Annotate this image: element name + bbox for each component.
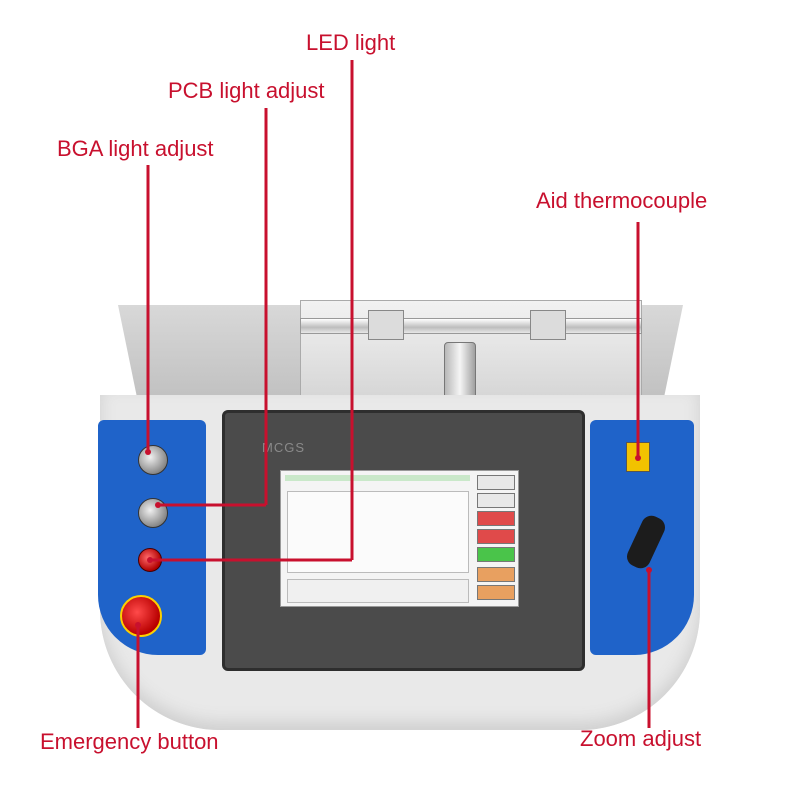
task-illumination-led[interactable]	[138, 548, 162, 572]
screen-header-bar	[285, 475, 470, 481]
touchscreen-display[interactable]	[280, 470, 519, 607]
screen-button[interactable]	[477, 547, 515, 562]
screen-button[interactable]	[477, 511, 515, 526]
callout-bga-light-adjust: BGA light adjust	[57, 136, 214, 161]
screen-button[interactable]	[477, 475, 515, 490]
callout-pcb-light-adjust: PCB light adjust	[168, 78, 325, 103]
screen-brand: MCGS	[262, 440, 305, 455]
screen-button[interactable]	[477, 529, 515, 544]
emergency-stop-button[interactable]	[120, 595, 162, 637]
pcb-light-knob[interactable]	[138, 498, 168, 528]
screen-button[interactable]	[477, 585, 515, 600]
callout-zoom-adjust: Zoom adjust	[580, 726, 702, 751]
rail-carriage-right	[530, 310, 566, 340]
screen-button[interactable]	[477, 567, 515, 582]
screen-status-table	[287, 579, 469, 603]
thermocouple-port[interactable]	[626, 442, 650, 472]
callout-aid-thermocouple: Aid thermocouple	[536, 188, 708, 213]
bga-light-knob[interactable]	[138, 445, 168, 475]
rail-carriage-left	[368, 310, 404, 340]
callout-emergency-button: Emergency button	[40, 729, 219, 754]
temperature-graph	[287, 491, 469, 573]
callout-led-light: LED light	[306, 30, 396, 55]
gantry-rail	[300, 318, 642, 334]
screen-button[interactable]	[477, 493, 515, 508]
